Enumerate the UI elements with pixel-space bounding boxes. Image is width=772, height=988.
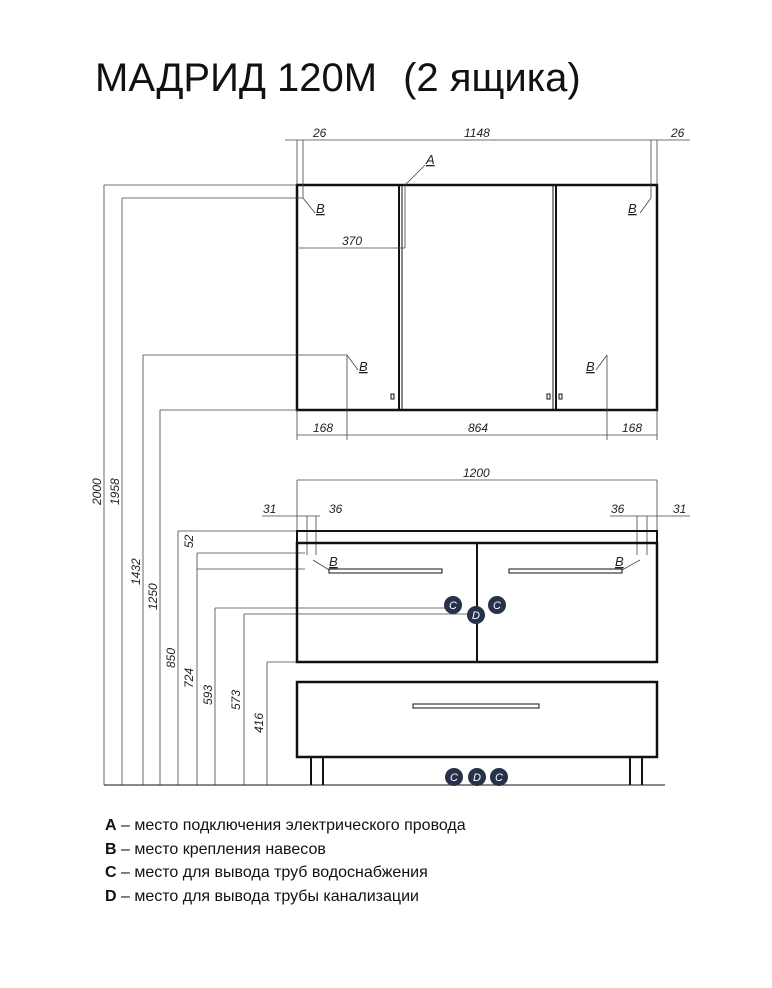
marker-d: D <box>467 606 485 624</box>
title-variant: (2 ящика) <box>403 56 581 100</box>
dim-top-left: 26 <box>312 126 327 140</box>
marker-b: B <box>615 554 624 569</box>
marker-b: B <box>329 554 338 569</box>
dimension-lines <box>103 139 690 786</box>
page-title: МАДРИД 120М (2 ящика) <box>95 56 607 101</box>
dim-bottom-left: 168 <box>313 421 333 435</box>
height-1250: 1250 <box>146 583 160 610</box>
height-1432: 1432 <box>129 558 143 585</box>
marker-c: C <box>445 768 463 786</box>
height-593: 593 <box>201 685 215 705</box>
dim-bottom-right: 168 <box>622 421 642 435</box>
marker-b: B <box>359 359 368 374</box>
marker-a: A <box>425 152 435 167</box>
svg-text:C: C <box>495 772 503 784</box>
marker-d: D <box>468 768 486 786</box>
height-416: 416 <box>252 713 266 733</box>
vanity <box>295 530 659 785</box>
legend-item-b: B – место крепления навесов <box>105 840 326 858</box>
dim-36-right: 36 <box>611 502 625 516</box>
marker-b: B <box>628 201 637 216</box>
dim-top-right: 26 <box>670 126 685 140</box>
marker-c: C <box>444 596 462 614</box>
dim-31-right: 31 <box>673 502 686 516</box>
dim-370: 370 <box>342 234 362 248</box>
svg-text:D: D <box>472 610 480 622</box>
title-model: МАДРИД 120М <box>95 56 378 100</box>
svg-text:C: C <box>493 600 501 612</box>
legend-item-a: A – место подключения электрического про… <box>105 817 466 834</box>
height-573: 573 <box>229 690 243 710</box>
marker-b: B <box>586 359 595 374</box>
height-724: 724 <box>182 668 196 688</box>
height-2000: 2000 <box>90 478 104 506</box>
mirror-cabinet <box>295 183 659 412</box>
legend-item-c: C – место для вывода труб водоснабжения <box>105 864 428 881</box>
marker-c: C <box>488 596 506 614</box>
svg-text:C: C <box>450 772 458 784</box>
marker-b: B <box>316 201 325 216</box>
dim-36-left: 36 <box>329 502 343 516</box>
legend: A – место подключения электрического про… <box>105 814 466 908</box>
svg-text:C: C <box>449 600 457 612</box>
height-52: 52 <box>182 534 196 548</box>
legend-item-d: D – место для вывода трубы канализации <box>105 887 419 905</box>
svg-text:D: D <box>473 772 481 784</box>
height-1958: 1958 <box>108 478 122 505</box>
dim-31-left: 31 <box>263 502 276 516</box>
dim-top-center: 1148 <box>464 126 490 140</box>
height-850: 850 <box>164 648 178 668</box>
marker-c: C <box>490 768 508 786</box>
dim-1200: 1200 <box>463 466 490 480</box>
dim-bottom-center: 864 <box>468 421 488 435</box>
